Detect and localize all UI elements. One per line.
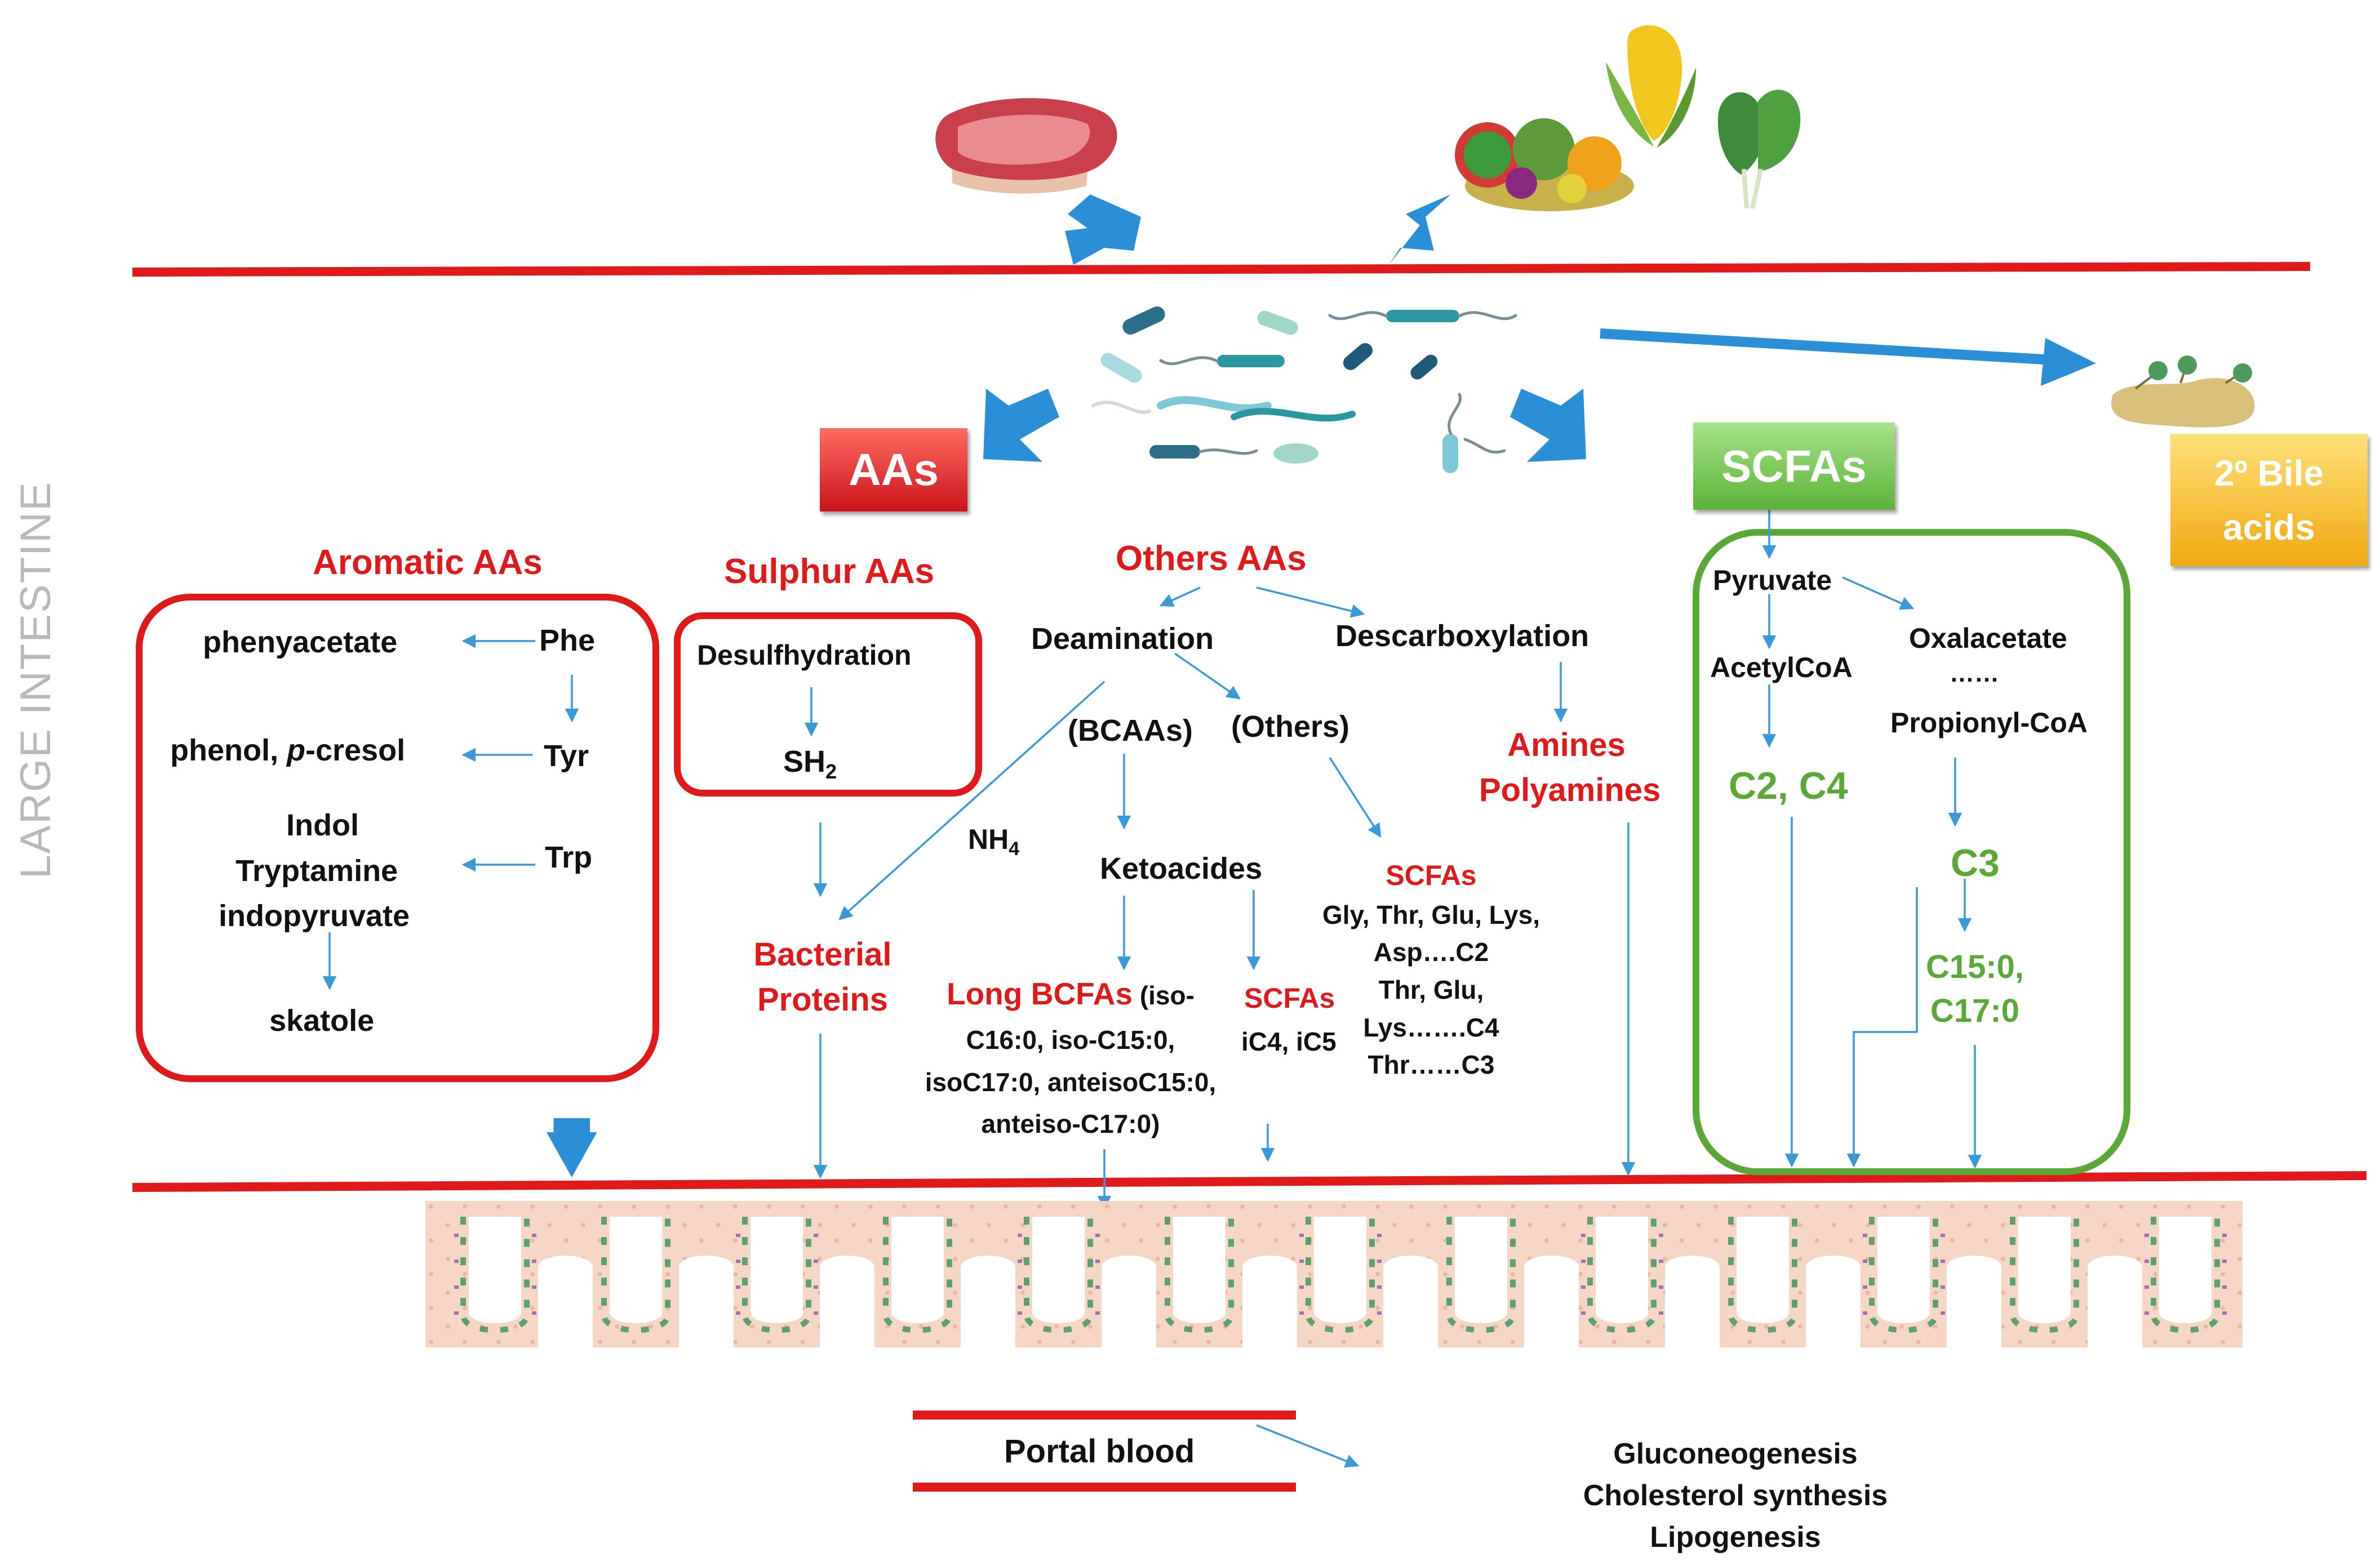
- phenol-cresol-label: phenol, p-cresol: [170, 732, 405, 769]
- bacterial-line1: Bacterial: [753, 936, 892, 973]
- scfas-right-block: SCFAs Gly, Thr, Glu, Lys, Asp….C2 Thr, G…: [1302, 855, 1561, 1084]
- bacteria-to-scfas-arrow: [1510, 389, 1586, 462]
- vegetables-icon: [1455, 118, 1634, 211]
- spinach-icon: [1718, 90, 1801, 209]
- scfas-right-line1: Gly, Thr, Glu, Lys,: [1322, 900, 1540, 929]
- scfas-badge: SCFAs: [1693, 422, 1895, 510]
- large-intestine-label: LARGE INTESTINE: [12, 481, 60, 879]
- dots-label: ……: [1950, 660, 1999, 687]
- cholesterol-synthesis-label: Cholesterol synthesis: [1583, 1479, 1888, 1512]
- propionyl-coa-label: Propionyl-CoA: [1890, 707, 2088, 738]
- long-bcfas-line1-text: (iso-: [1133, 981, 1195, 1010]
- epithelium-boundary: [132, 1171, 2367, 1192]
- bile-acid-icon: [2111, 355, 2255, 428]
- sh2-label: SH2: [783, 744, 837, 784]
- sh-subscript: 2: [825, 759, 837, 783]
- others-title: Others AAs: [1116, 539, 1307, 578]
- phenol-text: phenol,: [170, 733, 287, 767]
- long-bcfas-title: Long BCFAs: [947, 976, 1133, 1011]
- meat-icon: [935, 98, 1117, 194]
- oxalacetate-label: Oxalacetate: [1909, 622, 2067, 654]
- bile-acids-badge: 2º Bile acids: [2170, 434, 2368, 566]
- food-arrow-right: [1389, 194, 1451, 265]
- sulphur-box: [674, 612, 982, 797]
- bacteria-to-aas-arrow: [983, 389, 1059, 462]
- scfas-right-line5: Thr……C3: [1367, 1050, 1495, 1080]
- phenyacetate-label: phenyacetate: [203, 625, 398, 659]
- trp-label: Trp: [545, 840, 593, 874]
- descarboxylation-label: Descarboxylation: [1335, 619, 1589, 653]
- scfas-right-title: SCFAs: [1386, 860, 1477, 891]
- top-lumen-boundary: [132, 262, 2311, 277]
- gluconeogenesis-label: Gluconeogenesis: [1613, 1438, 1858, 1470]
- long-bcfas-line4: anteiso-C17:0): [981, 1109, 1160, 1139]
- others-paren-label: (Others): [1231, 710, 1350, 744]
- ketoacides-label: Ketoacides: [1100, 852, 1263, 886]
- scfas-mid-title: SCFAs: [1244, 982, 1335, 1014]
- scfas-mid-value: iC4, iC5: [1241, 1027, 1336, 1056]
- tryptamine-label: Tryptamine: [236, 854, 398, 888]
- desulfhydration-label: Desulfhydration: [697, 639, 912, 671]
- c15-c17-label: C15:0, C17:0: [1919, 945, 2031, 1034]
- long-bcfas-block: Long BCFAs (iso- C16:0, iso-C15:0, isoC1…: [899, 969, 1242, 1145]
- c3-label: C3: [1951, 842, 2000, 884]
- long-bcfas-line3: isoC17:0, anteisoC15:0,: [925, 1067, 1216, 1097]
- nh-text: NH: [968, 824, 1009, 855]
- c17-line: C17:0: [1930, 993, 2019, 1030]
- cresol-text: -cresol: [305, 733, 406, 767]
- indol-label: Indol: [286, 808, 359, 842]
- scfas-right-line3: Thr, Glu,: [1378, 975, 1484, 1004]
- bacteria-to-bile-arrow: [1600, 328, 2063, 366]
- aromatic-down-arrow: [547, 1118, 597, 1177]
- aas-badge: AAs: [820, 428, 967, 511]
- sh-text: SH: [783, 745, 826, 778]
- bacterial-line2: Proteins: [757, 981, 889, 1018]
- p-italic: p: [286, 733, 305, 767]
- acetylcoa-label: AcetylCoA: [1710, 652, 1853, 683]
- nh4-label: NH4: [968, 822, 1019, 861]
- outcomes-block: Gluconeogenesis Cholesterol synthesis Li…: [1555, 1434, 1916, 1558]
- skatole-label: skatole: [269, 1004, 375, 1038]
- deamination-label: Deamination: [1031, 622, 1214, 656]
- c15-line: C15:0,: [1925, 949, 2024, 985]
- bile-acids-badge-label: 2º Bile acids: [2214, 452, 2324, 548]
- phe-label: Phe: [539, 624, 596, 657]
- tyr-label: Tyr: [544, 739, 589, 773]
- bcaas-label: (BCAAs): [1068, 714, 1193, 748]
- scfa-box: [1693, 529, 2130, 1175]
- amines-line: Amines: [1507, 727, 1626, 763]
- indopyruvate-label: indopyruvate: [219, 899, 410, 933]
- corn-icon: [1606, 25, 1696, 148]
- scfas-right-line2: Asp….C2: [1373, 937, 1489, 967]
- portal-blood-label: Portal blood: [1004, 1433, 1195, 1470]
- long-bcfas-line1: Long BCFAs (iso-: [899, 969, 1242, 1019]
- aas-badge-label: AAs: [848, 444, 939, 495]
- long-bcfas-line2: C16:0, iso-C15:0,: [966, 1025, 1175, 1055]
- aromatic-box: [136, 594, 659, 1082]
- lipogenesis-label: Lipogenesis: [1650, 1520, 1821, 1554]
- aromatic-title: Aromatic AAs: [313, 543, 543, 582]
- food-arrow-left: [1065, 194, 1141, 265]
- scfas-badge-label: SCFAs: [1721, 441, 1867, 491]
- scfas-right-line4: Lys…….C4: [1363, 1012, 1499, 1042]
- nh-subscript: 4: [1009, 838, 1020, 860]
- sulphur-title: Sulphur AAs: [724, 552, 935, 591]
- polyamines-line: Polyamines: [1479, 772, 1661, 809]
- intestinal-wall: [425, 1201, 2243, 1347]
- c2c4-label: C2, C4: [1729, 764, 1848, 807]
- bacteria-icon: [1091, 306, 1517, 473]
- pyruvate-label: Pyruvate: [1713, 564, 1832, 596]
